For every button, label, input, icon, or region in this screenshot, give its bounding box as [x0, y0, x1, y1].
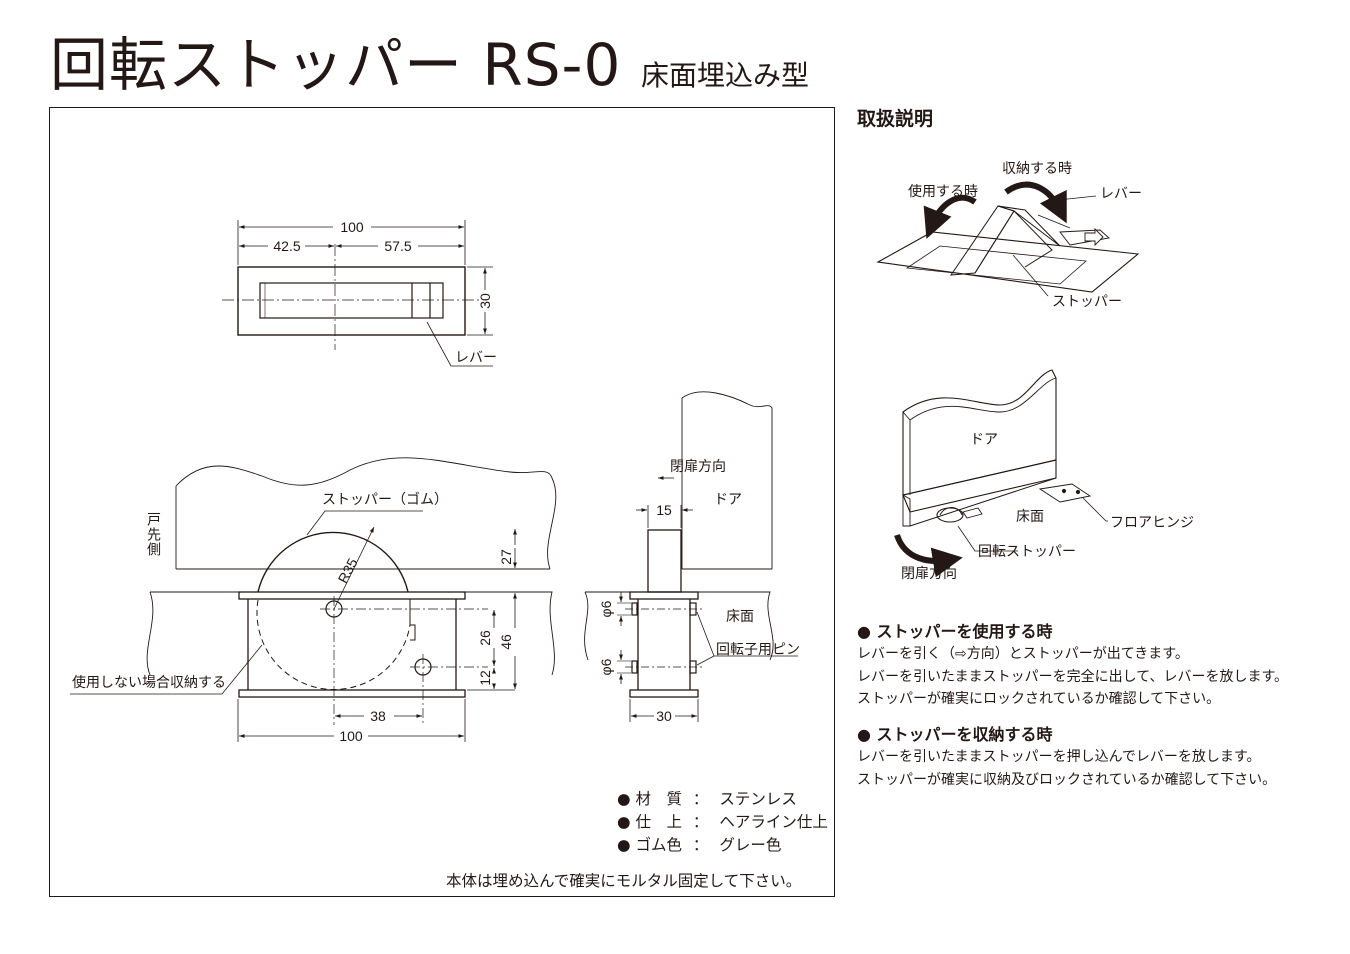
dim-base-width: 30	[656, 708, 672, 724]
section-use-line: レバーを引いたままストッパーを完全に出して、レバーを放します。	[857, 668, 1289, 685]
fig2-floor: 床面	[1016, 509, 1044, 525]
figure-stopper-usage	[876, 181, 1140, 297]
fig1-when-storing: 収納する時	[1002, 161, 1072, 177]
dim-right-part: 57.5	[384, 238, 411, 254]
dim-radius: R35	[334, 555, 360, 585]
page-title: 回転ストッパー RS-0	[50, 31, 622, 99]
side-view	[584, 391, 798, 722]
section-store-line: ストッパーが確実に収納及びロックされているか確認して下さい。	[857, 771, 1277, 788]
rotor-pin-label: 回転子用ピン	[716, 642, 800, 658]
dimension-labels: 100 42.5 57.5 30 27 R35 26 46 12 38 100 …	[273, 219, 672, 744]
figure-door-installation	[894, 369, 1108, 578]
dim-top-width: 100	[340, 219, 364, 235]
dim-total-depth: 46	[498, 634, 514, 650]
fig1-when-using: 使用する時	[908, 184, 978, 200]
closing-direction-label: 閉扉方向	[670, 459, 726, 475]
dim-left-part: 42.5	[273, 238, 300, 254]
fig2-closing-direction: 閉扉方向	[901, 566, 957, 582]
fig1-lever: レバー	[1100, 186, 1142, 202]
stopper-rubber-label: ストッパー（ゴム）	[322, 492, 448, 508]
door-label: ドア	[714, 492, 742, 508]
door-tip-side-label: 戸先側	[145, 512, 161, 557]
fig1-stopper: ストッパー	[1052, 294, 1122, 310]
installation-note: 本体は埋め込んで確実にモルタル固定して下さい。	[446, 872, 802, 890]
drawing-frame	[49, 107, 835, 897]
instructions-title: 取扱説明	[857, 108, 934, 130]
section-use: ● ストッパーを使用する時 レバーを引く（⇨方向）とストッパーが出てきます。 レ…	[857, 621, 1288, 711]
dim-top-height: 30	[477, 293, 493, 309]
section-use-line: レバーを引く（⇨方向）とストッパーが出てきます。	[857, 646, 1189, 662]
dim-side-gap: 27	[498, 549, 514, 565]
front-view	[70, 457, 557, 742]
section-store: ● ストッパーを収納する時 レバーを引いたままストッパーを押し込んでレバーを放し…	[857, 724, 1276, 791]
dim-bottom-width: 100	[339, 728, 363, 744]
dim-hole-offset: 38	[370, 708, 386, 724]
spec-material: ● 材 質 ： ステンレス	[617, 790, 797, 808]
dim-profile-width: 15	[656, 502, 672, 518]
floor-label: 床面	[726, 609, 754, 625]
section-store-heading: ● ストッパーを収納する時	[857, 725, 1053, 744]
page-subtitle: 床面埋込み型	[641, 59, 810, 92]
top-view	[222, 220, 493, 367]
dim-bottom-hole: 12	[477, 670, 493, 686]
section-use-line: ストッパーが確実にロックされているか確認して下さい。	[857, 691, 1221, 707]
fig2-door: ドア	[970, 432, 998, 448]
spec-finish: ● 仕 上 ： ヘアライン仕上	[617, 813, 828, 831]
section-store-line: レバーを引いたままストッパーを押し込んでレバーを放します。	[857, 749, 1261, 765]
fig2-floor-hinge: フロアヒンジ	[1110, 515, 1194, 531]
dim-hole-pitch: 26	[477, 630, 493, 646]
spec-rubber-color: ● ゴム色 ： グレー色	[617, 836, 782, 854]
fig2-rotary-stopper: 回転ストッパー	[978, 544, 1076, 560]
store-when-unused-label: 使用しない場合収納する	[72, 675, 226, 691]
dim-pin-dia-upper: φ6	[598, 600, 614, 617]
dim-pin-dia-lower: φ6	[598, 658, 614, 675]
section-use-heading: ● ストッパーを使用する時	[857, 622, 1053, 641]
lever-label: レバー	[455, 350, 497, 366]
